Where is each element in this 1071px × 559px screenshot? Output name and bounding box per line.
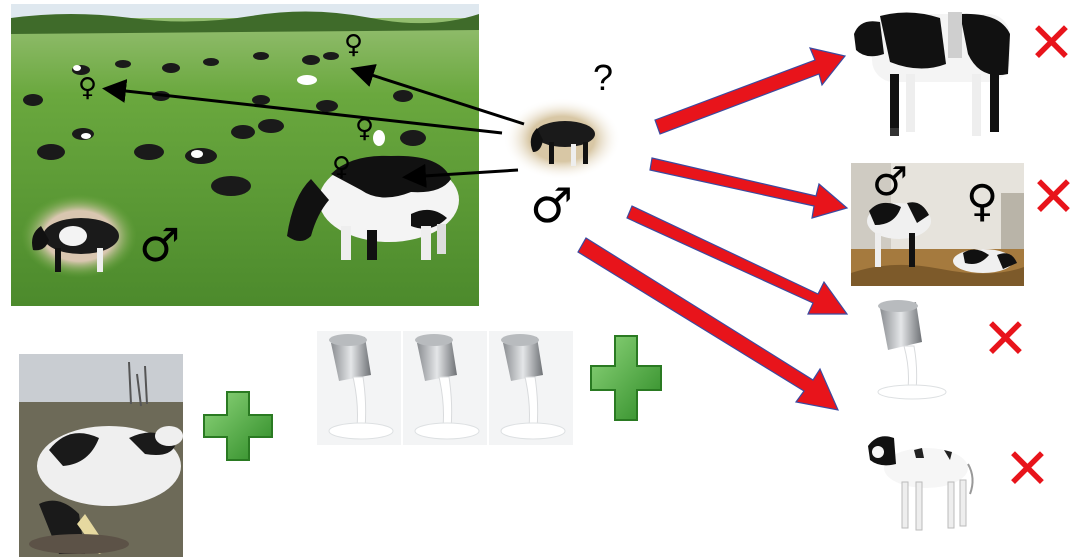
plus-icon-2 [590,335,662,421]
male-symbol-twins: ♂ [872,159,908,205]
question-mark: ? [593,57,614,98]
female-symbol-1: ♀ [344,30,364,60]
female-symbol-twins: ♀ [966,176,999,227]
cross-icon-1: ✕ [1028,11,1071,76]
bull-calf-photo [503,98,621,180]
calf-photo [862,424,980,536]
milk-pail-photo [870,298,950,402]
male-symbol-calf: ♂ [530,178,574,234]
red-arrow-2 [649,157,849,219]
red-arrow-3 [626,205,849,315]
calving-cow-photo [19,354,183,557]
female-symbol-2: ♀ [78,73,98,103]
bull-vignette [32,218,119,272]
milk-pail-3 [488,331,573,445]
female-symbol-4: ♀ [332,152,352,182]
pasture-scene [11,4,479,306]
milk-pail-2 [402,331,488,445]
twin-calves-photo [851,163,1024,286]
milk-pail-1 [317,331,402,445]
female-symbol-3: ♀ [355,114,375,144]
plus-icon-1 [203,391,273,461]
cross-icon-3: ✕ [982,307,1029,372]
cross-icon-2: ✕ [1030,165,1071,230]
milk-pails-row [317,331,573,445]
cross-icon-4: ✕ [1004,437,1051,502]
red-arrow-1 [654,47,847,135]
male-symbol-pasture: ♂ [139,218,181,272]
dairy-cow-photo [850,4,1016,144]
pasture-photo [11,4,479,306]
